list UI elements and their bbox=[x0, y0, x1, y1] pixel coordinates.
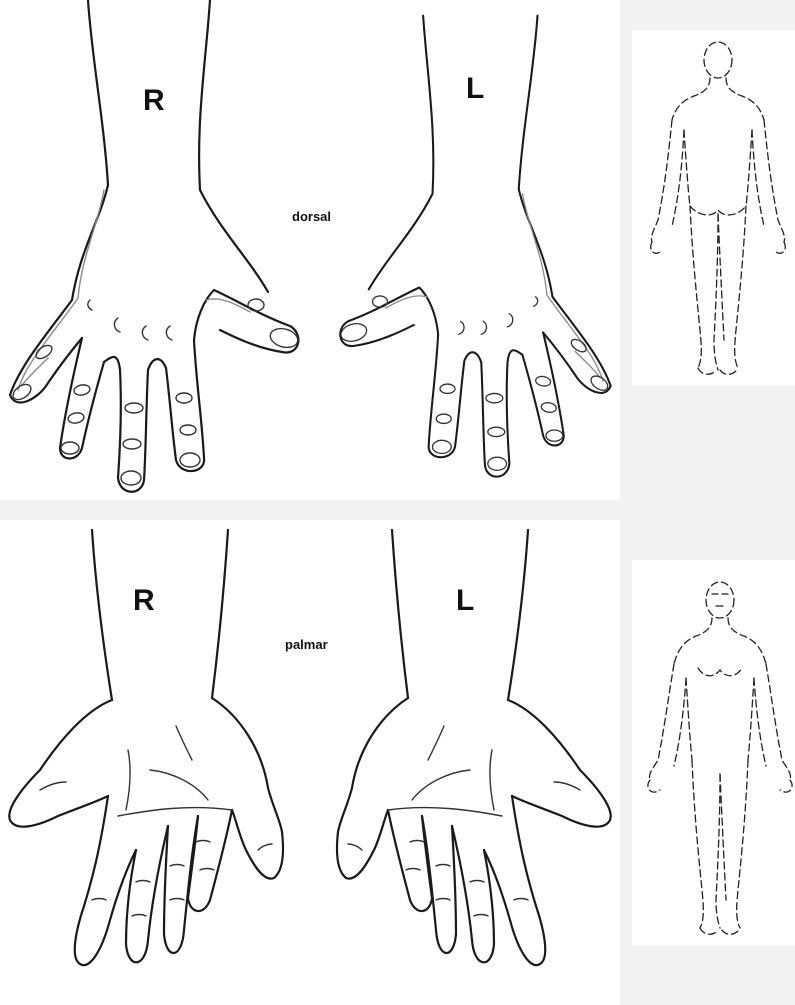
dorsal-right-hand bbox=[0, 0, 320, 500]
palmar-left-label: L bbox=[456, 586, 474, 616]
dorsal-left-label: L bbox=[466, 74, 484, 104]
body-figure-back bbox=[632, 30, 795, 385]
palmar-right-label: R bbox=[133, 586, 155, 616]
body-figure-front bbox=[632, 560, 795, 945]
dorsal-view-label: dorsal bbox=[292, 210, 331, 223]
palmar-view-label: palmar bbox=[285, 638, 328, 651]
dorsal-right-label: R bbox=[143, 86, 165, 116]
